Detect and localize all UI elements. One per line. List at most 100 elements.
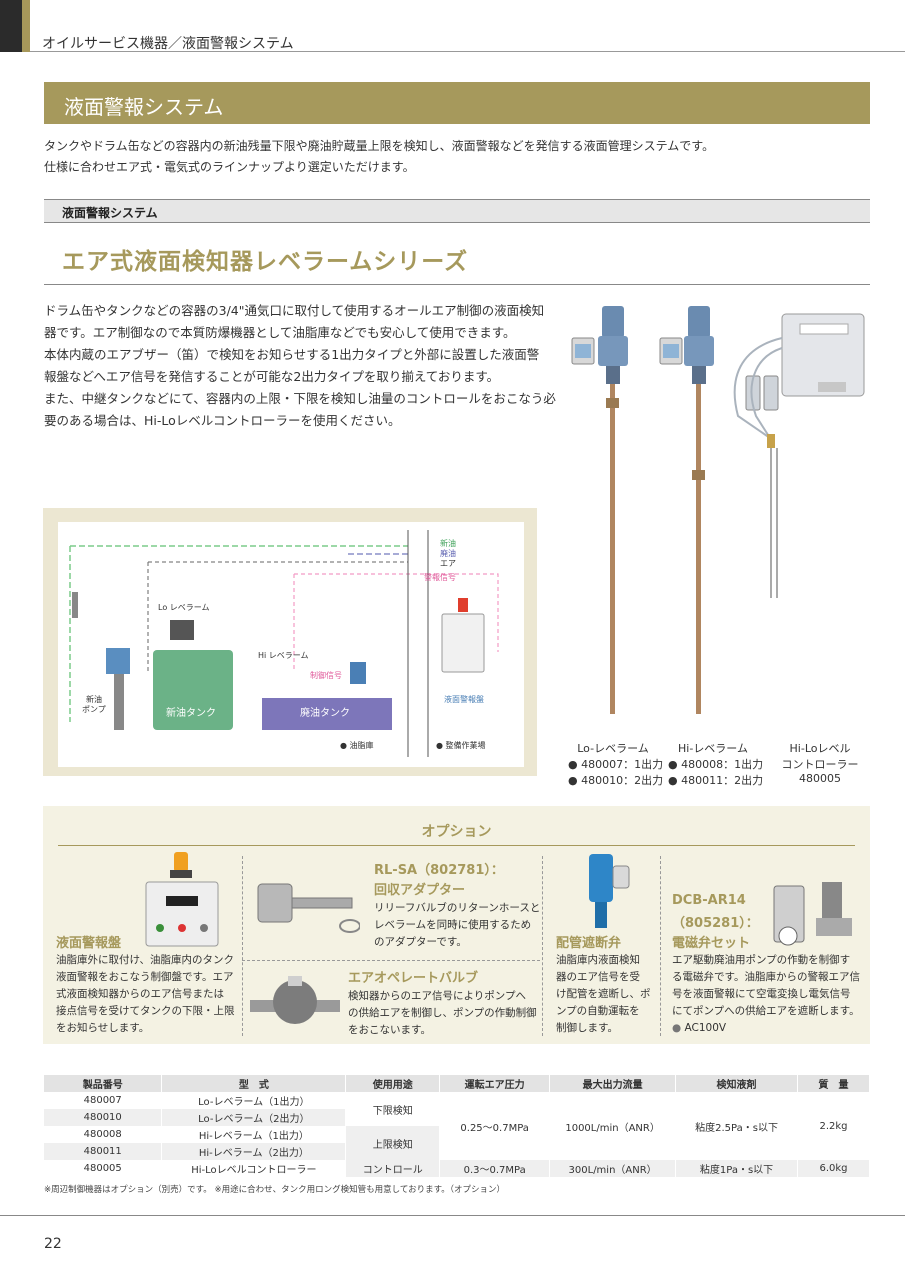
table-cell: Lo-レベラーム（2出力）: [161, 1109, 347, 1126]
table-cell: 480008: [44, 1126, 163, 1143]
legend-air: エア: [440, 559, 456, 568]
table-cell: 480010: [44, 1109, 163, 1126]
table-row: 480008 Hi-レベラーム（1出力） 上限検知: [44, 1126, 870, 1160]
table-row: 480005 Hi-Loレベルコントローラー コントロール 0.3～0.7MPa…: [44, 1160, 870, 1177]
option-adapter-title-1: RL-SA（802781）：: [374, 863, 504, 878]
table-cell: 粘度2.5Pa・s以下: [675, 1092, 798, 1160]
option-divider-2: [542, 856, 543, 1036]
page-number: 22: [44, 1236, 62, 1252]
return-adapter-image: [257, 883, 360, 933]
controller-image: [733, 313, 865, 598]
control-signal-label: 制御信号: [310, 671, 342, 680]
hi-leverarm-image: [659, 306, 714, 714]
table-cell: Hi-レベラーム（1出力）: [161, 1126, 347, 1143]
body-line-1: ドラム缶やタンクなどの容器の3/4"通気口に取付して使用するオールエア制御の液面…: [44, 303, 545, 318]
table-cell: 300L/min（ANR）: [549, 1160, 677, 1177]
body-line-6: 要のある場合は、Hi-Loレベルコントローラーを使用ください。: [44, 413, 401, 428]
table-cell: 粘度1Pa・s以下: [675, 1160, 798, 1177]
new-tank-label: 新油タンク: [166, 708, 216, 719]
body-line-5: また、中継タンクなどにて、容器内の上限・下限を検知し油量のコントロールをおこなう…: [44, 391, 556, 406]
body-line-4: 報盤などへエア信号を発信することが可能な2出力タイプを取り揃えております。: [44, 369, 500, 384]
table-cell: Hi-Loレベルコントローラー: [161, 1160, 347, 1177]
product-caption-hi: Hi-レベラーム ● 480008：1出力 ● 480011：2出力: [668, 742, 764, 787]
table-cell: 上限検知: [345, 1126, 441, 1160]
table-cell: 480005: [44, 1160, 163, 1177]
table-cell: 下限検知: [345, 1092, 441, 1126]
table-header: 運転エア圧力: [439, 1075, 551, 1092]
air-operated-valve-image: [250, 976, 340, 1024]
table-cell: 1000L/min（ANR）: [549, 1092, 677, 1160]
product-caption-lo: Lo-レベラーム ● 480007：1出力 ● 480010：2出力: [568, 742, 664, 787]
pump-label-2: ポンプ: [82, 705, 106, 714]
option-solenoid-title-1: DCB-AR14: [672, 893, 746, 908]
table-cell: Lo-レベラーム（1出力）: [161, 1092, 347, 1109]
header-tab-accent: [22, 0, 30, 52]
area-label-1: ● 油脂庫: [340, 741, 374, 750]
table-cell: Hi-レベラーム（2出力）: [161, 1143, 347, 1160]
body-line-3: 本体内蔵のエアブザー（笛）で検知をお知らせする1出力タイプと外部に設置した液面警: [44, 347, 540, 362]
table-cell: 0.25～0.7MPa: [439, 1092, 551, 1160]
page-title: 液面警報システム: [64, 95, 224, 119]
table-cell: 480007: [44, 1092, 163, 1109]
series-divider: [44, 284, 870, 285]
table-header: 製品番号: [44, 1075, 163, 1092]
option-solenoid-desc: エア駆動廃油用ポンプの作動を制御す る電磁弁です。油脂庫からの警報エア信 号を液…: [672, 954, 860, 1034]
option-divider-3: [660, 856, 661, 1036]
legend-alarm-signal: 警報信号: [424, 573, 456, 582]
table-cell: 2.2kg: [797, 1092, 870, 1160]
option-panel-desc: 油脂庫外に取付け、油脂庫内のタンク 液面警報をおこなう制御盤です。エア 式液面検…: [56, 954, 235, 1034]
alarm-panel-label: 液面警報盤: [444, 695, 484, 704]
option-divider-4: [242, 960, 540, 961]
lo-leverarm-image: [571, 306, 628, 714]
table-row: 480007 Lo-レベラーム（1出力） 下限検知 0.25～0.7MPa 10…: [44, 1092, 870, 1160]
legend-new-oil: 新油: [440, 539, 456, 548]
solenoid-valve-set-image: [773, 882, 852, 946]
table-header: 型 式: [161, 1075, 347, 1092]
table-header: 質 量: [797, 1075, 870, 1092]
option-valve-title: エアオペレートバルブ: [348, 971, 479, 986]
area-label-2: ● 整備作業場: [436, 741, 486, 750]
table-cell: 480011: [44, 1143, 163, 1160]
table-header: 検知液剤: [675, 1075, 798, 1092]
intro-line-2: 仕様に合わせエア式・電気式のラインナップより選定いただけます。: [44, 160, 415, 174]
header-divider: [30, 51, 905, 52]
waste-tank-label: 廃油タンク: [300, 708, 350, 719]
legend-waste-oil: 廃油: [440, 549, 456, 558]
body-line-2: 器です。エア制御なので本質防爆機器として油脂庫などでも安心して使用できます。: [44, 325, 516, 340]
breadcrumb: オイルサービス機器／液面警報システム: [42, 36, 294, 52]
table-row: 480010 Lo-レベラーム（2出力）: [44, 1109, 870, 1126]
option-solenoid-title-3: 電磁弁セット: [672, 936, 751, 951]
options-rule: [58, 845, 855, 846]
pipe-shutoff-valve-image: [589, 854, 630, 928]
footnote: ※周辺制御機器はオプション（別売）です。 ※用途に合わせ、タンク用ロング検知管も…: [44, 1185, 505, 1195]
product-photos: [571, 306, 865, 714]
product-caption-controller: Hi-Loレベル コントローラー 480005: [781, 742, 859, 785]
title-banner: [44, 82, 870, 124]
intro-line-1: タンクやドラム缶などの容器内の新油残量下限や廃油貯蔵量上限を検知し、液面警報など…: [44, 139, 715, 153]
option-panel-title: 液面警報盤: [56, 936, 122, 951]
table-row: 480011 Hi-レベラーム（2出力）: [44, 1143, 870, 1160]
alarm-panel-image: [145, 852, 219, 947]
table-cell: コントロール: [345, 1160, 441, 1177]
option-adapter-title-2: 回収アダプター: [374, 883, 466, 898]
pump-label-1: 新油: [86, 695, 102, 704]
table-cell: 0.3～0.7MPa: [439, 1160, 551, 1177]
hi-label: Hi レベラーム: [258, 651, 309, 660]
footer-divider: [0, 1215, 905, 1216]
spec-table: 製品番号 型 式 使用用途 運転エア圧力 最大出力流量 検知液剤 質 量 480…: [44, 1075, 870, 1177]
lo-label: Lo レベラーム: [158, 603, 210, 612]
option-solenoid-title-2: （805281）：: [672, 916, 759, 931]
option-valve-desc: 検知器からのエア信号によりポンプへ の供給エアを制御し、ポンプの作動制御 をおこ…: [348, 990, 537, 1036]
table-header: 最大出力流量: [549, 1075, 677, 1092]
section-bar: [44, 199, 870, 223]
option-shutoff-desc: 油脂庫内液面検知 器のエア信号を受 け配管を遮断し、ポ ンプの自動運転を 制御し…: [556, 954, 651, 1034]
table-header: 使用用途: [345, 1075, 441, 1092]
series-title: エア式液面検知器レベラームシリーズ: [62, 249, 469, 275]
option-adapter-desc: リリーフバルブのリターンホースと レベラームを同時に使用するため のアダプターで…: [374, 902, 541, 948]
option-divider-1: [242, 856, 243, 1036]
section-label: 液面警報システム: [62, 206, 158, 220]
system-diagram: 新油 廃油 エア 警報信号 Lo レベラーム Hi レベラーム 制御信号 新油 …: [58, 522, 524, 767]
options-title: オプション: [421, 824, 492, 840]
table-cell: 6.0kg: [797, 1160, 870, 1177]
table-header-row: 製品番号 型 式 使用用途 運転エア圧力 最大出力流量 検知液剤 質 量: [44, 1075, 870, 1092]
